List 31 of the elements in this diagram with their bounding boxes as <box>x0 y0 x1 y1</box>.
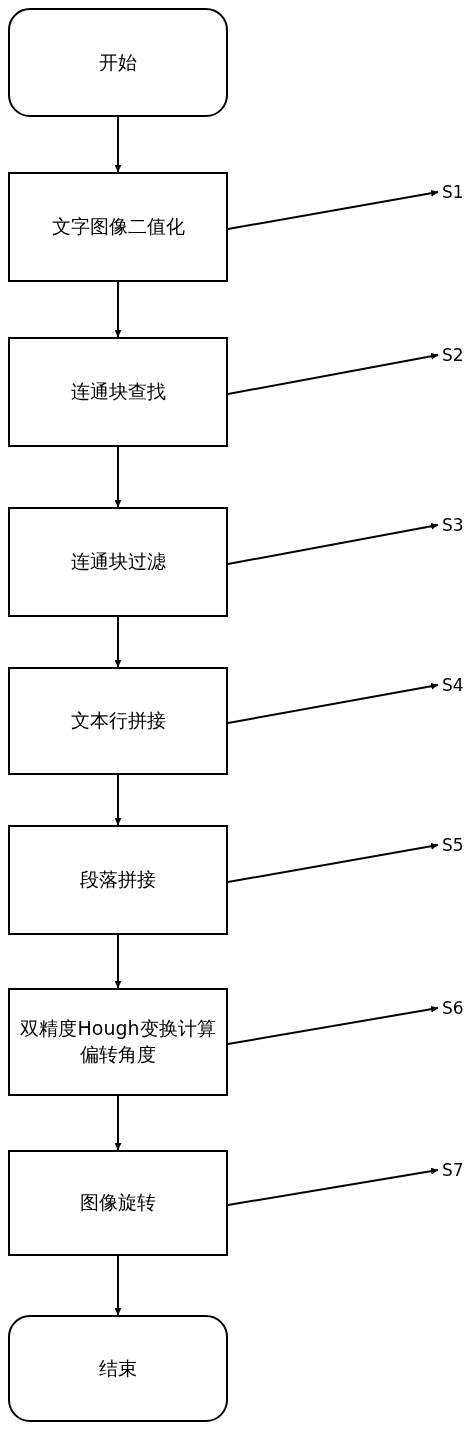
terminal-box: 开始 <box>8 8 228 117</box>
process-box: 段落拼接 <box>8 825 228 935</box>
arrow <box>114 281 122 338</box>
arrow <box>114 774 122 826</box>
arrow <box>227 189 439 230</box>
arrow <box>114 934 122 989</box>
process-box: 双精度Hough变换计算偏转角度 <box>8 988 228 1096</box>
arrow <box>227 842 439 883</box>
process-box: 文本行拼接 <box>8 667 228 775</box>
arrow <box>227 1167 439 1206</box>
process-box: 连通块查找 <box>8 337 228 447</box>
step-label: S3 <box>442 515 464 535</box>
arrow <box>114 1095 122 1151</box>
step-label: S1 <box>442 182 464 202</box>
arrow <box>114 616 122 668</box>
process-box: 连通块过滤 <box>8 507 228 617</box>
step-label: S4 <box>442 675 464 695</box>
step-label: S7 <box>442 1160 464 1180</box>
step-label: S6 <box>442 998 464 1018</box>
process-box: 文字图像二值化 <box>8 172 228 282</box>
step-label: S2 <box>442 345 464 365</box>
step-label: S5 <box>442 835 464 855</box>
arrow <box>227 352 439 395</box>
arrow <box>227 1005 439 1045</box>
process-box: 图像旋转 <box>8 1150 228 1256</box>
arrow <box>114 116 122 173</box>
arrow <box>114 446 122 508</box>
arrow <box>227 522 439 565</box>
arrow <box>114 1255 122 1316</box>
terminal-box: 结束 <box>8 1315 228 1422</box>
arrow <box>227 682 439 724</box>
